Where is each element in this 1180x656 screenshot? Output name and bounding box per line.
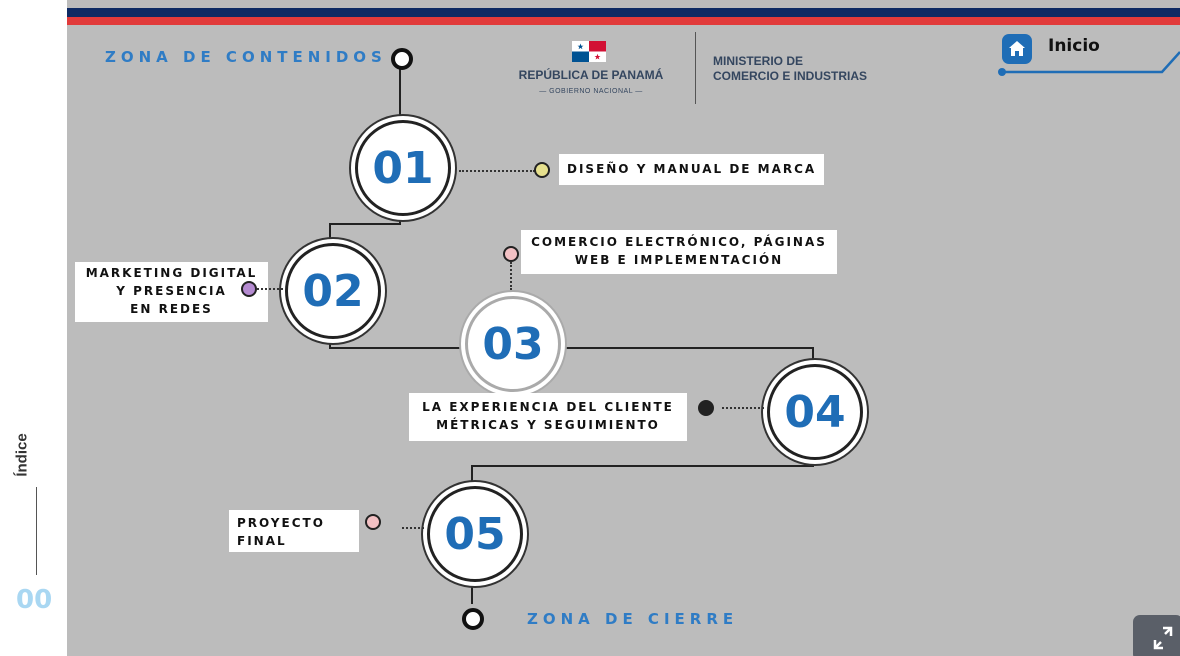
home-label[interactable]: Inicio (1048, 36, 1100, 56)
panama-flag-icon (572, 41, 606, 62)
step-03-circle[interactable]: 03 (465, 296, 561, 392)
step-01-label[interactable]: DISEÑO Y MANUAL DE MARCA (559, 154, 825, 185)
step-05-label-line-1: PROYECTO (237, 516, 325, 530)
step-02-label-line-1: MARKETING DIGITAL (85, 266, 258, 280)
step-04-label-line-1: LA EXPERIENCIA DEL CLIENTE (422, 400, 674, 414)
zone-cierre-title: ZONA DE CIERRE (527, 610, 739, 628)
ministry-name: MINISTERIO DE COMERCIO E INDUSTRIAS (713, 54, 867, 84)
sidebar: Índice 00 (0, 0, 67, 656)
zone-contenidos-title: ZONA DE CONTENIDOS (105, 48, 387, 66)
logo-divider (695, 32, 696, 104)
step-03-label-line-2: WEB E IMPLEMENTACIÓN (574, 253, 784, 267)
logo-subtitle: — GOBIERNO NACIONAL — (539, 88, 643, 95)
start-node-icon (391, 48, 413, 70)
step-05-connector (402, 527, 424, 529)
step-02-label-line-2: Y PRESENCIA (116, 284, 227, 298)
step-02-dot-icon (241, 281, 257, 297)
slide-number: 00 (16, 585, 53, 615)
slide-canvas: ZONA DE CONTENIDOS REPÚBLICA DE PANAMÁ —… (67, 0, 1180, 656)
step-02-label[interactable]: MARKETING DIGITAL Y PRESENCIA EN REDES (75, 262, 268, 322)
home-icon[interactable] (1002, 34, 1032, 64)
ministry-line-2: COMERCIO E INDUSTRIAS (713, 69, 868, 83)
step-05-circle[interactable]: 05 (427, 486, 523, 582)
step-01-circle[interactable]: 01 (355, 120, 451, 216)
step-01-label-text: DISEÑO Y MANUAL DE MARCA (567, 162, 817, 176)
step-01-dot-icon (534, 162, 550, 178)
ministry-line-1: MINISTERIO DE (713, 54, 804, 68)
step-04-circle[interactable]: 04 (767, 364, 863, 460)
end-node-icon (462, 608, 484, 630)
step-03-dot-icon (503, 246, 519, 262)
expand-button[interactable] (1133, 615, 1180, 656)
step-05-label[interactable]: PROYECTO FINAL (229, 510, 359, 552)
step-03-label[interactable]: COMERCIO ELECTRÓNICO, PÁGINAS WEB E IMPL… (521, 230, 837, 274)
step-03-connector (510, 262, 512, 290)
logo-country-name: REPÚBLICA DE PANAMÁ (518, 68, 664, 82)
step-04-connector (722, 407, 764, 409)
step-04-label[interactable]: LA EXPERIENCIA DEL CLIENTE MÉTRICAS Y SE… (409, 393, 687, 441)
step-01-connector (459, 170, 535, 172)
top-red-stripe (67, 17, 1180, 25)
step-05-dot-icon (365, 514, 381, 530)
home-button[interactable]: Inicio (1002, 30, 1180, 70)
step-04-label-line-2: MÉTRICAS Y SEGUIMIENTO (436, 418, 660, 432)
top-navy-stripe (67, 8, 1180, 17)
expand-icon[interactable] (1133, 615, 1180, 656)
index-label[interactable]: Índice (13, 433, 31, 477)
sidebar-divider (36, 487, 37, 575)
step-03-label-line-1: COMERCIO ELECTRÓNICO, PÁGINAS (531, 235, 827, 249)
connector-lines (329, 51, 1180, 604)
step-04-dot-icon (698, 400, 714, 416)
step-02-circle[interactable]: 02 (285, 243, 381, 339)
step-02-label-line-3: EN REDES (130, 302, 213, 316)
step-02-connector (257, 288, 283, 290)
step-05-label-line-2: FINAL (237, 534, 287, 548)
